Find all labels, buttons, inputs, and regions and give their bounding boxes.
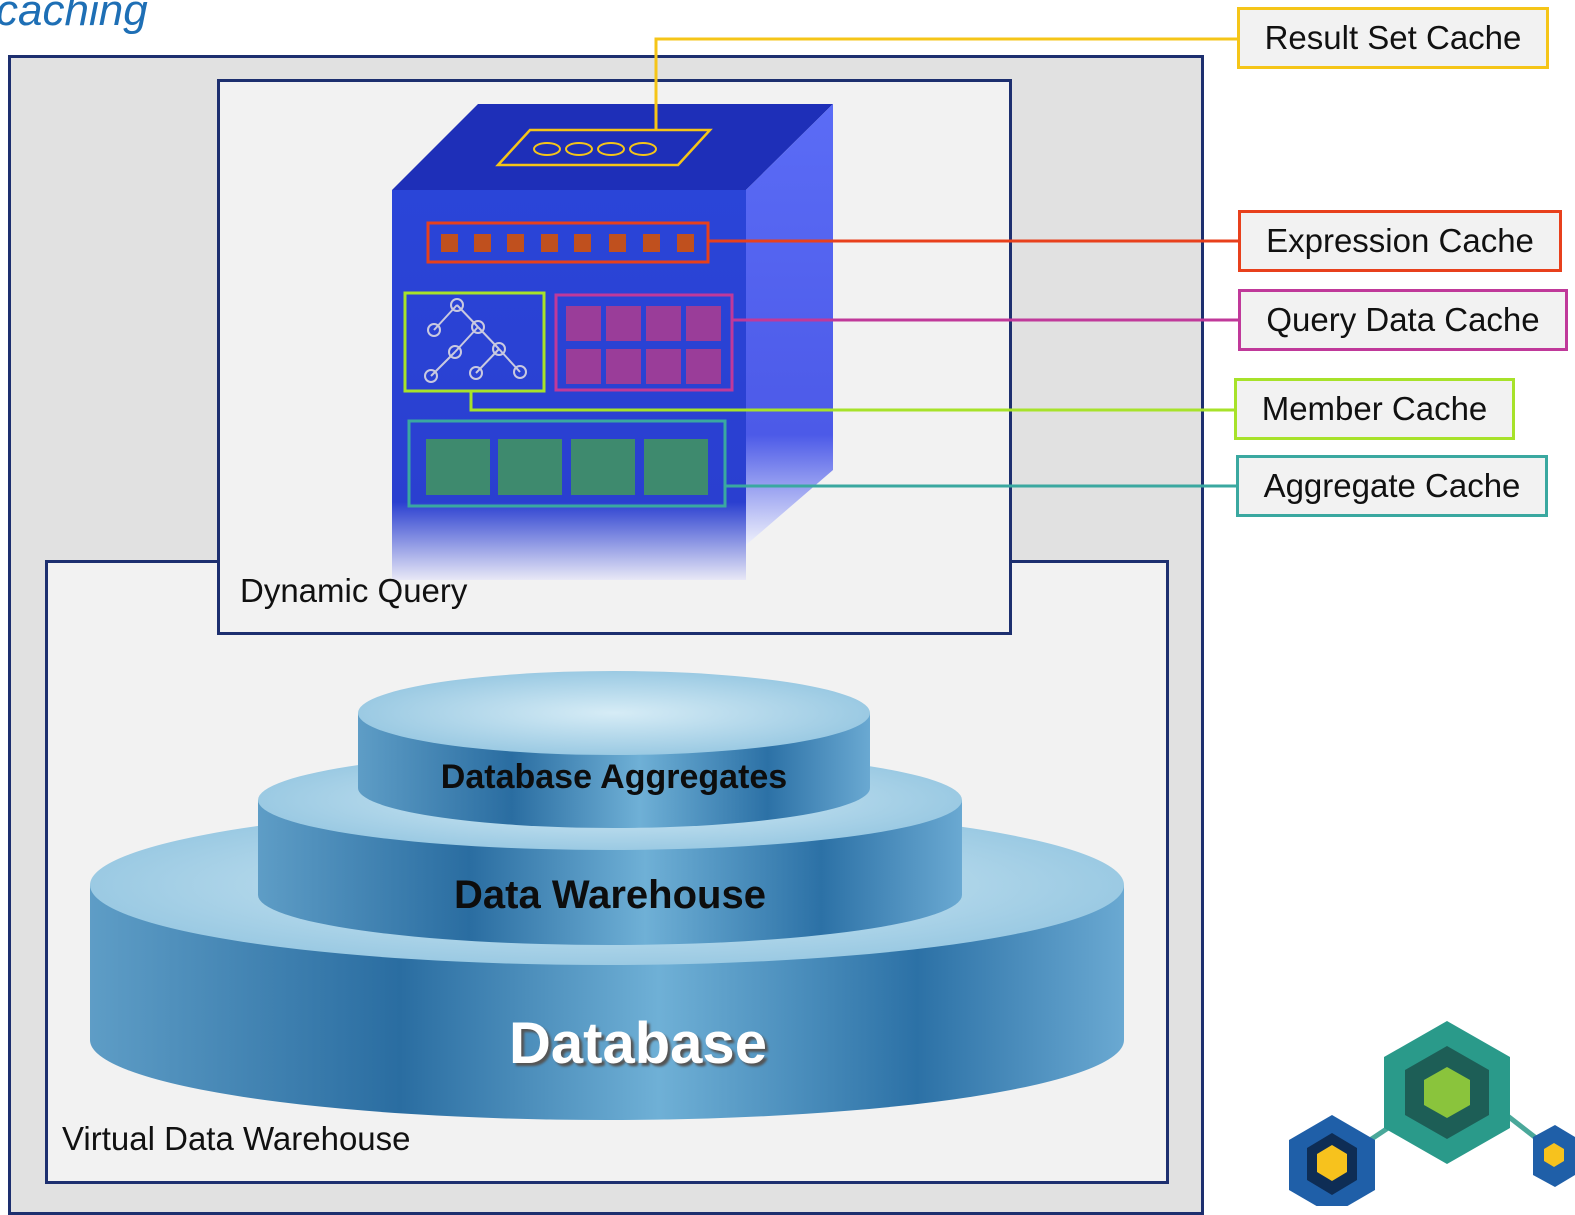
dynamic-query-label: Dynamic Query — [240, 572, 468, 609]
database-label: Database — [509, 1011, 767, 1076]
aggregate-cubes-icon — [407, 419, 727, 508]
server-cube-icon — [392, 104, 833, 580]
query-data-cache-callout: Query Data Cache — [1238, 289, 1568, 351]
result-set-cache-callout: Result Set Cache — [1237, 7, 1549, 69]
member-tree-icon — [403, 291, 546, 393]
result-set-slot-icon — [495, 128, 713, 167]
expression-cache-callout: Expression Cache — [1238, 210, 1562, 272]
query-data-cubes-icon — [554, 293, 734, 392]
logo-icon — [1289, 1021, 1575, 1206]
database-stack-icon — [90, 671, 1124, 1120]
member-cache-callout: Member Cache — [1234, 378, 1515, 440]
callout-connectors — [469, 37, 1240, 488]
virtual-dw-label: Virtual Data Warehouse — [62, 1120, 411, 1157]
database-aggregates-label: Database Aggregates — [440, 758, 788, 796]
page-title: caching — [0, 0, 148, 35]
expression-chips-icon — [426, 221, 710, 264]
data-warehouse-label: Data Warehouse — [454, 873, 766, 917]
aggregate-cache-callout: Aggregate Cache — [1236, 455, 1548, 517]
